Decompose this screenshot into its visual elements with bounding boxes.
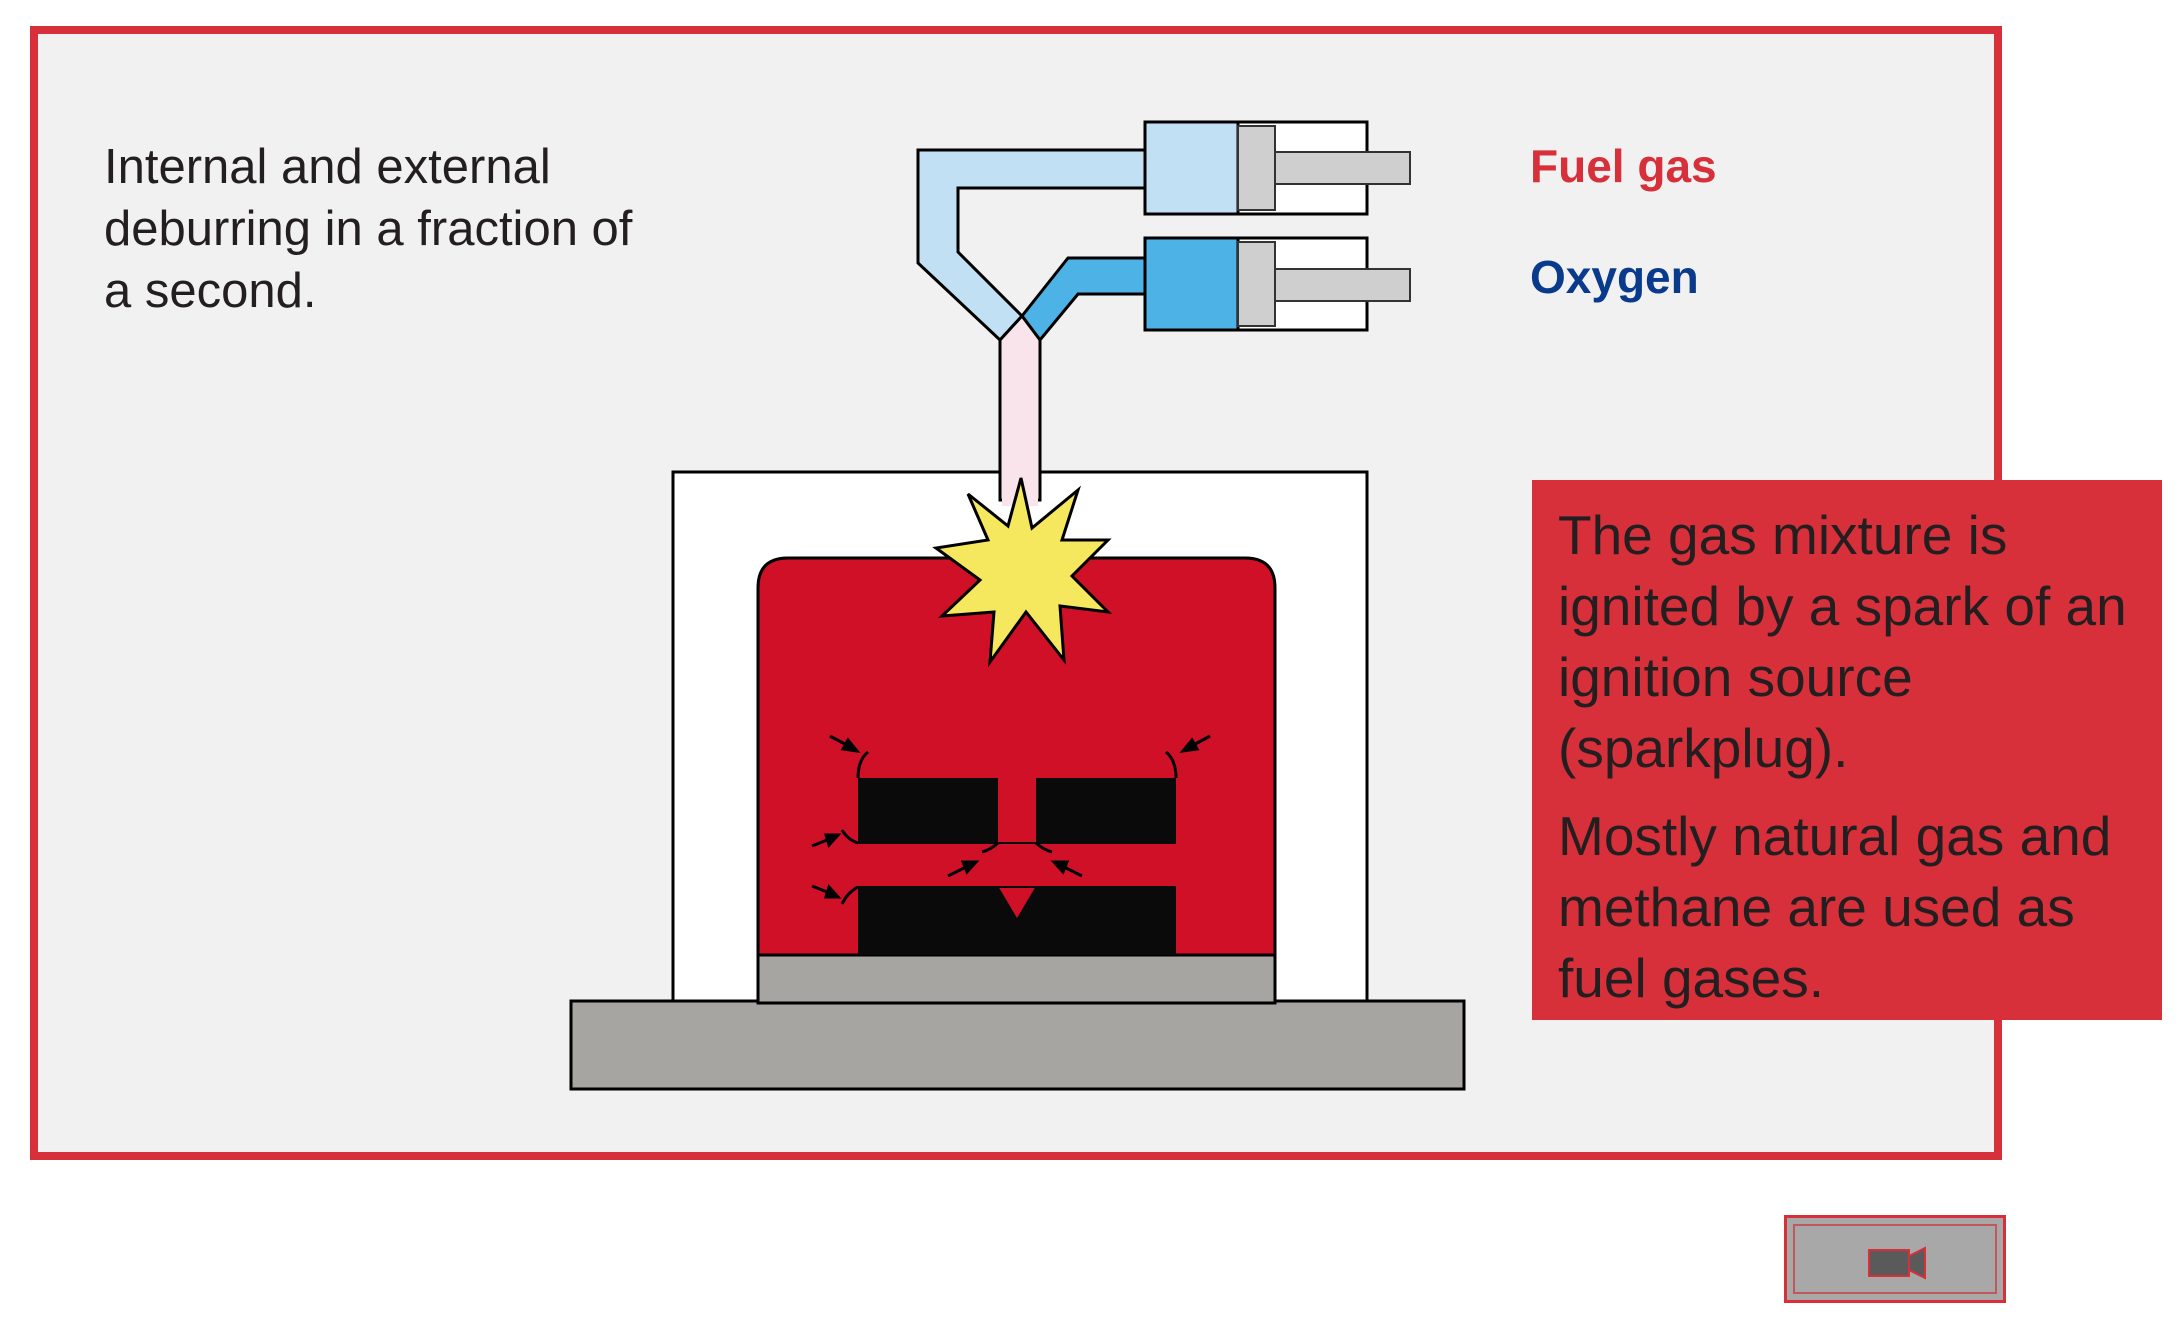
base-plate-top	[756, 953, 1277, 1005]
oxygen-label: Oxygen	[1530, 251, 1699, 303]
oxygen-line	[1020, 256, 1147, 343]
fuel-gas-cylinder	[1143, 120, 1411, 216]
info-box: The gas mixture is ignited by a spark of…	[1532, 480, 2162, 1020]
video-button[interactable]	[1784, 1215, 2006, 1303]
info-paragraph-ignition: The gas mixture is ignited by a spark of…	[1558, 504, 2127, 779]
video-button-inner	[1793, 1224, 1997, 1294]
spark-icon	[932, 477, 1113, 668]
intro-text: Internal and external deburring in a fra…	[104, 140, 633, 318]
fuel-gas-label: Fuel gas	[1530, 140, 1717, 192]
oxygen-cylinder	[1143, 236, 1411, 332]
video-camera-icon	[1868, 1246, 1926, 1280]
info-paragraph-fuel-gases: Mostly natural gas and methane are used …	[1558, 805, 2112, 1009]
pressure-arrows	[811, 734, 1211, 899]
workpiece	[840, 750, 1178, 955]
